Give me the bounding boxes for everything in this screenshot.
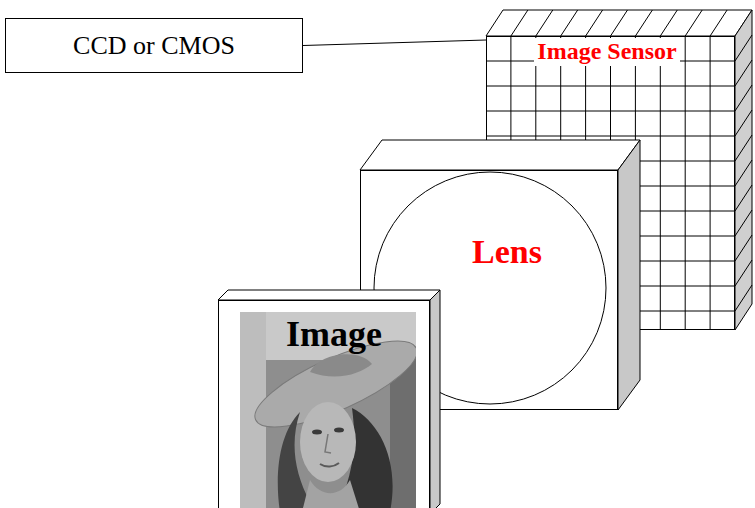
lens-label: Lens <box>472 232 542 271</box>
sensor-grid-line <box>735 35 752 61</box>
sensor-grid-line <box>611 10 628 36</box>
portrait-face <box>300 402 356 482</box>
sensor-grid-line <box>511 10 528 36</box>
cube-side-face <box>735 10 752 330</box>
sensor-grid-line <box>735 235 752 261</box>
sensor-grid-line <box>735 260 752 286</box>
label-box: CCD or CMOS <box>5 18 303 73</box>
portrait-hat-crown <box>310 354 372 376</box>
sensor-grid-line <box>635 10 652 36</box>
sensor-grid-line <box>561 10 578 36</box>
sensor-grid-line <box>735 85 752 111</box>
leader-line <box>303 40 486 46</box>
portrait-eye <box>312 430 322 435</box>
cube-side-face <box>618 140 640 410</box>
sensor-label: Image Sensor <box>534 38 679 66</box>
sensor-grid-line <box>486 86 735 87</box>
sensor-grid-line <box>735 185 752 211</box>
sensor-grid-line <box>486 111 735 112</box>
sensor-grid-line <box>735 60 752 86</box>
image-card: Image <box>218 290 440 508</box>
portrait-photo <box>240 312 427 508</box>
cube-top-face <box>218 290 440 300</box>
cube-top-face <box>486 10 752 36</box>
sensor-grid-line <box>735 285 752 311</box>
sensor-grid-line <box>660 10 677 36</box>
sensor-grid-line <box>486 136 735 137</box>
cube-side-face <box>430 290 440 508</box>
label-text: CCD or CMOS <box>73 31 235 61</box>
cube-front-face <box>219 301 430 508</box>
sensor-grid-line <box>735 110 752 136</box>
portrait-lips <box>320 463 339 467</box>
portrait-shoulder <box>302 480 360 508</box>
sensor-grid-line <box>685 10 702 36</box>
sensor-grid-line <box>710 10 727 36</box>
cube-top-face <box>360 140 640 170</box>
sensor-grid-line <box>735 210 752 236</box>
portrait-nose <box>325 434 331 453</box>
portrait-eye <box>334 428 344 433</box>
sensor-grid-line <box>735 160 752 186</box>
sensor-grid-line <box>536 10 553 36</box>
image-label: Image <box>286 314 382 355</box>
sensor-grid-line <box>586 10 603 36</box>
sensor-grid-line <box>735 135 752 161</box>
